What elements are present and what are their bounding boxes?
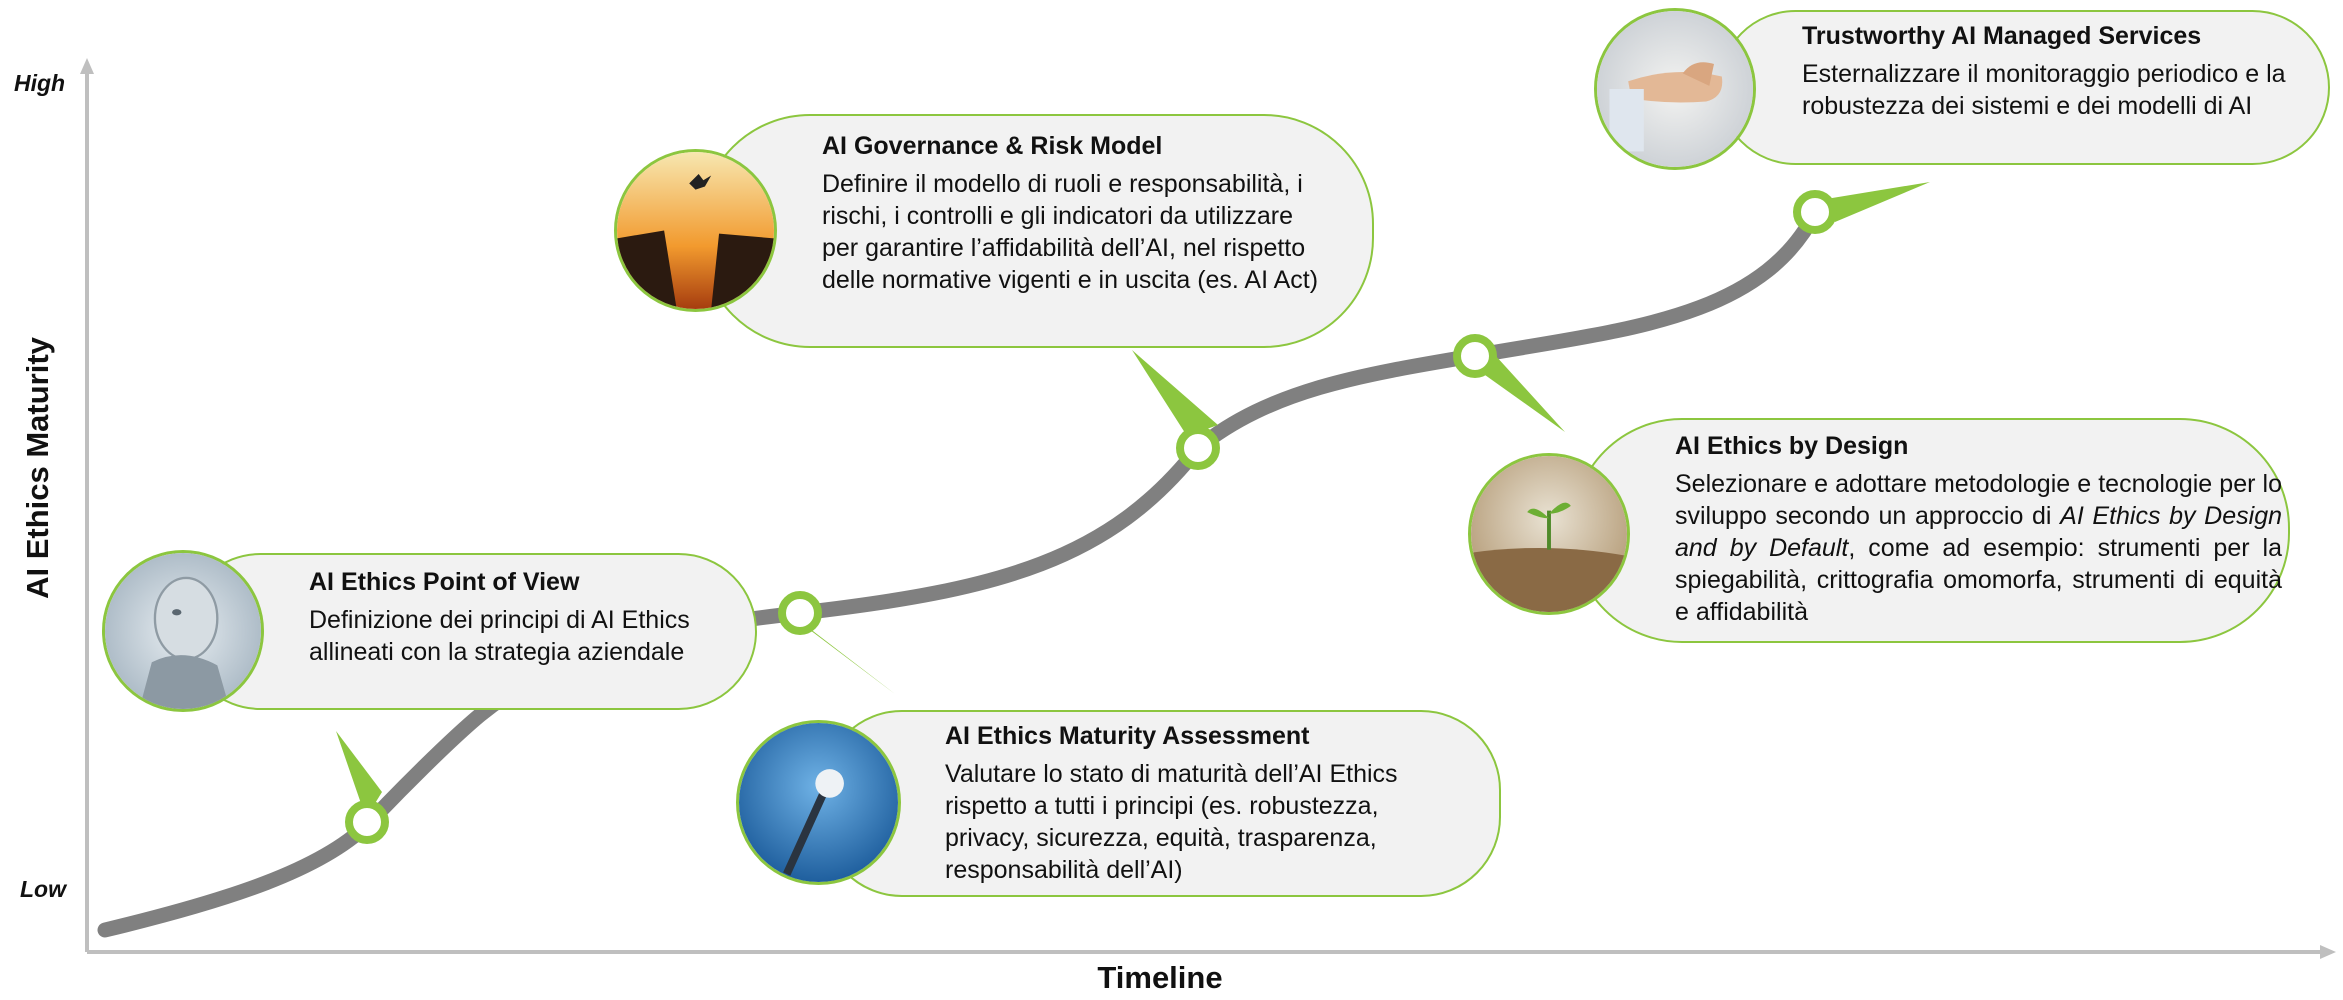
pointer-stage-3 bbox=[1132, 350, 1218, 436]
stage-bubble-ethics-by-design bbox=[1572, 418, 2290, 643]
stage-description-part: Selezionare e adottare metodologie e tec… bbox=[1675, 470, 2282, 530]
x-axis-arrowhead bbox=[2320, 945, 2336, 959]
stage-title: AI Governance & Risk Model bbox=[822, 132, 1163, 160]
stage-description: Valutare lo stato di maturità dell’AI Et… bbox=[945, 760, 1398, 884]
gauge-needle-photo-icon bbox=[736, 720, 901, 885]
pointer-stage-4 bbox=[1478, 355, 1565, 432]
y-axis-high-label: High bbox=[14, 70, 66, 96]
milestone-3 bbox=[1176, 426, 1220, 470]
stage-description-part: , come ad esempio: strumenti per la spie… bbox=[1675, 534, 2282, 626]
helping-hands-photo-icon bbox=[1594, 8, 1756, 170]
stage-description: Selezionare e adottare metodologie e tec… bbox=[1675, 468, 2282, 628]
stage-title: Trustworthy AI Managed Services bbox=[1802, 22, 2202, 50]
stage-title: AI Ethics Point of View bbox=[309, 568, 580, 596]
stage-description: Definire il modello di ruoli e responsab… bbox=[822, 170, 1319, 294]
pointer-stage-1 bbox=[336, 731, 382, 818]
milestone-4 bbox=[1453, 334, 1497, 378]
robot-face-photo-icon bbox=[102, 550, 264, 712]
stage-description: Esternalizzare il monitoraggio periodico… bbox=[1802, 60, 2286, 120]
stage-text-managed-services: Trustworthy AI Managed Services Esternal… bbox=[1802, 20, 2302, 122]
stage-title: AI Ethics Maturity Assessment bbox=[945, 722, 1310, 750]
stage-description: Definizione dei principi di AI Ethics al… bbox=[309, 606, 690, 666]
stage-text-maturity-assessment: AI Ethics Maturity Assessment Valutare l… bbox=[945, 720, 1465, 886]
stage-description-emphasis: AI Ethics by Design and by Default bbox=[1675, 502, 2282, 562]
cliff-jump-sunset-photo-icon bbox=[614, 149, 777, 312]
y-axis-low-label: Low bbox=[20, 876, 66, 902]
pointer-stage-2 bbox=[796, 618, 895, 694]
stage-text-point-of-view: AI Ethics Point of View Definizione dei … bbox=[309, 566, 719, 668]
y-axis-title: AI Ethics Maturity bbox=[20, 337, 55, 599]
stage-text-governance-risk: AI Governance & Risk Model Definire il m… bbox=[822, 130, 1322, 296]
x-axis-title: Timeline bbox=[1097, 960, 1223, 995]
stage-title: AI Ethics by Design bbox=[1675, 432, 1909, 460]
y-axis-arrowhead bbox=[80, 58, 94, 74]
milestone-1 bbox=[345, 800, 389, 844]
stage-bubble-maturity-assessment bbox=[822, 710, 1501, 897]
milestone-5 bbox=[1793, 190, 1837, 234]
stage-bubble-point-of-view bbox=[182, 553, 757, 710]
stage-text-ethics-by-design: AI Ethics by Design Selezionare e adotta… bbox=[1675, 430, 2282, 628]
stage-bubble-managed-services bbox=[1718, 10, 2330, 165]
milestone-2 bbox=[778, 591, 822, 635]
sprout-soil-photo-icon bbox=[1468, 453, 1630, 615]
pointer-stage-5 bbox=[1820, 182, 1930, 222]
